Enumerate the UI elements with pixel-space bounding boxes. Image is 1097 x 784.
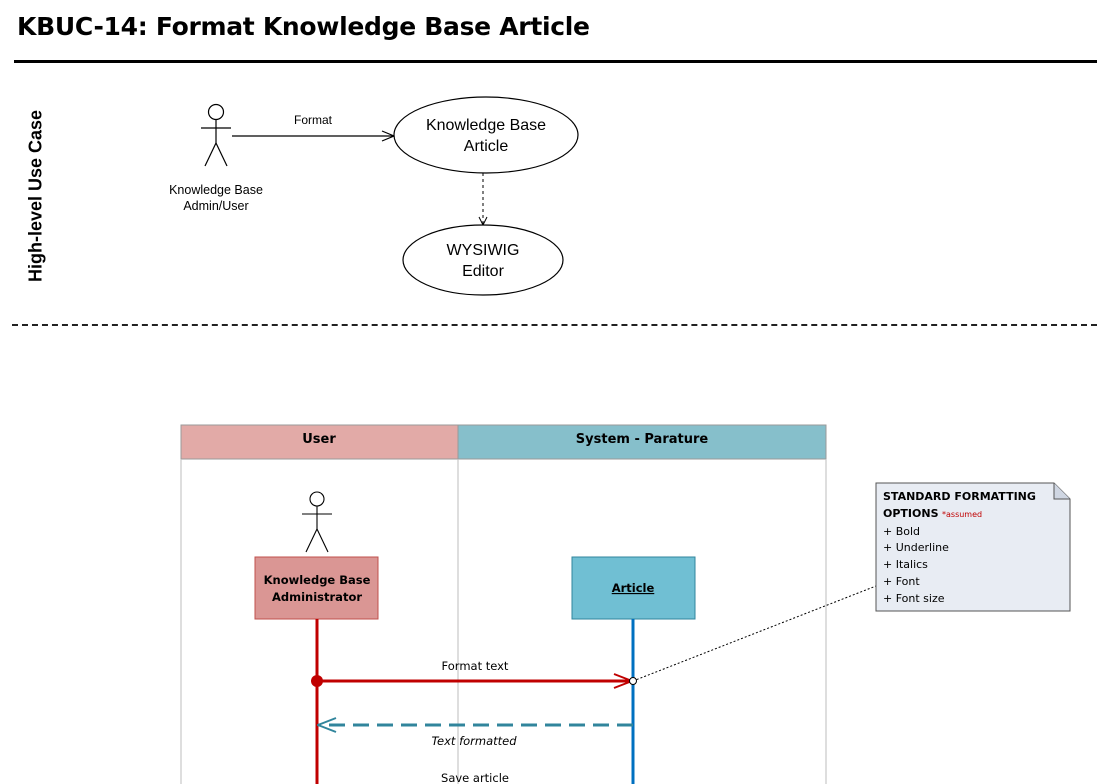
message-save-article-label: Save article (441, 771, 509, 784)
lane-label-user: User (302, 432, 336, 447)
note-item: + Font size (883, 591, 945, 605)
lane-header-system (457, 424, 827, 460)
use-case-wysiwig-line1: WYSIWIG (447, 242, 520, 259)
actor-label-line2: Admin/User (183, 199, 248, 213)
actor-stick-figure (201, 103, 231, 167)
use-case-kb-article-line1: Knowledge Base (426, 117, 546, 134)
note-assumed-tag: *assumed (942, 509, 983, 519)
section-divider (12, 324, 1097, 326)
lifeline-admin-line2: Administrator (272, 590, 362, 604)
message-text-formatted-label: Text formatted (431, 734, 517, 748)
lifeline-article-box (571, 556, 696, 620)
note-anchor (629, 677, 637, 685)
formatting-options-note: STANDARD FORMATTING OPTIONS *assumed + B… (876, 483, 1070, 611)
note-item: + Font (883, 574, 920, 588)
note-connector (632, 585, 877, 682)
lifeline-admin-line1: Knowledge Base (264, 573, 371, 587)
note-title-line2: OPTIONS (883, 506, 939, 520)
use-case-wysiwig-editor (402, 224, 564, 296)
title-rule (14, 60, 1097, 63)
admin-actor-stick-figure (302, 491, 332, 553)
message-format-text-label: Format text (442, 659, 509, 673)
lifeline-admin-box (254, 556, 379, 620)
note-title-line2-row: OPTIONS *assumed (883, 506, 1036, 524)
note-item: + Bold (883, 524, 921, 538)
use-case-kb-article-line2: Article (464, 138, 509, 155)
lane-label-system: System - Parature (576, 432, 709, 447)
use-case-wysiwig-line2: Editor (462, 263, 504, 280)
use-case-kb-article (393, 96, 579, 174)
note-box (875, 482, 1071, 612)
page-title: KBUC-14: Format Knowledge Base Article (17, 12, 590, 41)
note-fold (1053, 483, 1070, 500)
lifeline-article-label: Article (612, 581, 655, 595)
association-label: Format (294, 113, 333, 127)
note-item: + Underline (883, 541, 949, 555)
note-title-line1: STANDARD FORMATTING (883, 490, 1036, 503)
actor-label-line1: Knowledge Base (169, 183, 263, 197)
note-item: + Italics (883, 558, 928, 572)
